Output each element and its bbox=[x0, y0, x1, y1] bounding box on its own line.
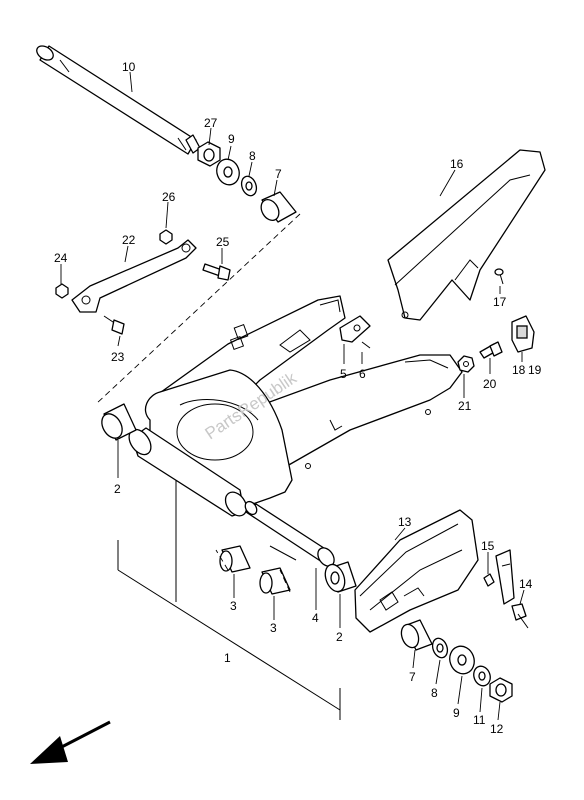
adjuster-bolt bbox=[479, 341, 503, 359]
torque-link-bolt-upper bbox=[202, 263, 231, 281]
chain-guide bbox=[354, 509, 479, 633]
callout-15: 15 bbox=[481, 539, 495, 553]
torque-link-bolt-lower bbox=[103, 315, 125, 335]
washer-small bbox=[473, 665, 491, 687]
callout-4: 4 bbox=[312, 611, 319, 625]
guide-bracket-bolt bbox=[511, 603, 529, 629]
callout-22: 22 bbox=[122, 233, 136, 247]
callout-2-right: 2 bbox=[336, 630, 343, 644]
bushing-b bbox=[259, 567, 291, 595]
bearing-upper bbox=[260, 191, 297, 223]
bearing-left bbox=[101, 403, 137, 441]
callout-20: 20 bbox=[483, 377, 497, 391]
leader-lines bbox=[60, 71, 525, 721]
callout-7-lower: 7 bbox=[409, 670, 416, 684]
chain-adjuster bbox=[511, 315, 535, 353]
callout-24: 24 bbox=[54, 251, 68, 265]
callout-26: 26 bbox=[162, 190, 176, 204]
callout-17: 17 bbox=[493, 295, 507, 309]
callout-23: 23 bbox=[111, 350, 125, 364]
bearing-right bbox=[324, 561, 357, 593]
callout-27: 27 bbox=[204, 116, 218, 130]
callout-14: 14 bbox=[519, 577, 533, 591]
torque-link bbox=[71, 239, 197, 313]
callout-3-a: 3 bbox=[230, 599, 237, 613]
callout-25: 25 bbox=[216, 235, 230, 249]
callout-10: 10 bbox=[122, 60, 136, 74]
callout-13: 13 bbox=[398, 515, 412, 529]
callouts: 10 27 9 8 7 16 26 22 25 24 17 23 5 6 18 … bbox=[54, 60, 542, 736]
guide-bracket bbox=[483, 549, 515, 605]
chain-case-screw bbox=[494, 268, 504, 285]
pivot-sleeve bbox=[244, 500, 335, 567]
callout-8: 8 bbox=[249, 149, 256, 163]
bearing-lower bbox=[400, 619, 433, 651]
callout-9: 9 bbox=[228, 132, 235, 146]
chain-guide-bracket bbox=[339, 315, 371, 349]
callout-11: 11 bbox=[473, 713, 486, 727]
bushing-a bbox=[219, 545, 251, 573]
swingarm: PartsRepublik bbox=[128, 295, 463, 517]
callout-12: 12 bbox=[490, 722, 504, 736]
callout-7: 7 bbox=[275, 167, 282, 181]
washer-lower bbox=[449, 645, 475, 675]
callout-6: 6 bbox=[359, 367, 366, 381]
adjuster-nut bbox=[457, 355, 475, 373]
assembly-lines bbox=[95, 213, 341, 720]
spacer-upper bbox=[240, 175, 258, 197]
spacer-lower bbox=[431, 637, 449, 659]
callout-5: 5 bbox=[340, 367, 347, 381]
callout-9-lower: 9 bbox=[453, 706, 460, 720]
callout-19: 19 bbox=[528, 363, 542, 377]
callout-8-lower: 8 bbox=[431, 686, 438, 700]
callout-3-b: 3 bbox=[270, 621, 277, 635]
front-direction-arrow-icon bbox=[30, 720, 111, 764]
pivot-nut bbox=[197, 141, 221, 167]
callout-2-left: 2 bbox=[114, 482, 121, 496]
chain-case bbox=[387, 149, 546, 321]
torque-link-nut-upper bbox=[159, 229, 173, 245]
callout-18: 18 bbox=[512, 363, 526, 377]
callout-1: 1 bbox=[224, 651, 231, 665]
nut-lower bbox=[489, 677, 513, 703]
washer-upper bbox=[216, 158, 240, 186]
torque-link-nut-lower bbox=[55, 283, 69, 299]
callout-21: 21 bbox=[458, 399, 472, 413]
pivot-shaft bbox=[36, 45, 201, 155]
callout-16: 16 bbox=[450, 157, 464, 171]
